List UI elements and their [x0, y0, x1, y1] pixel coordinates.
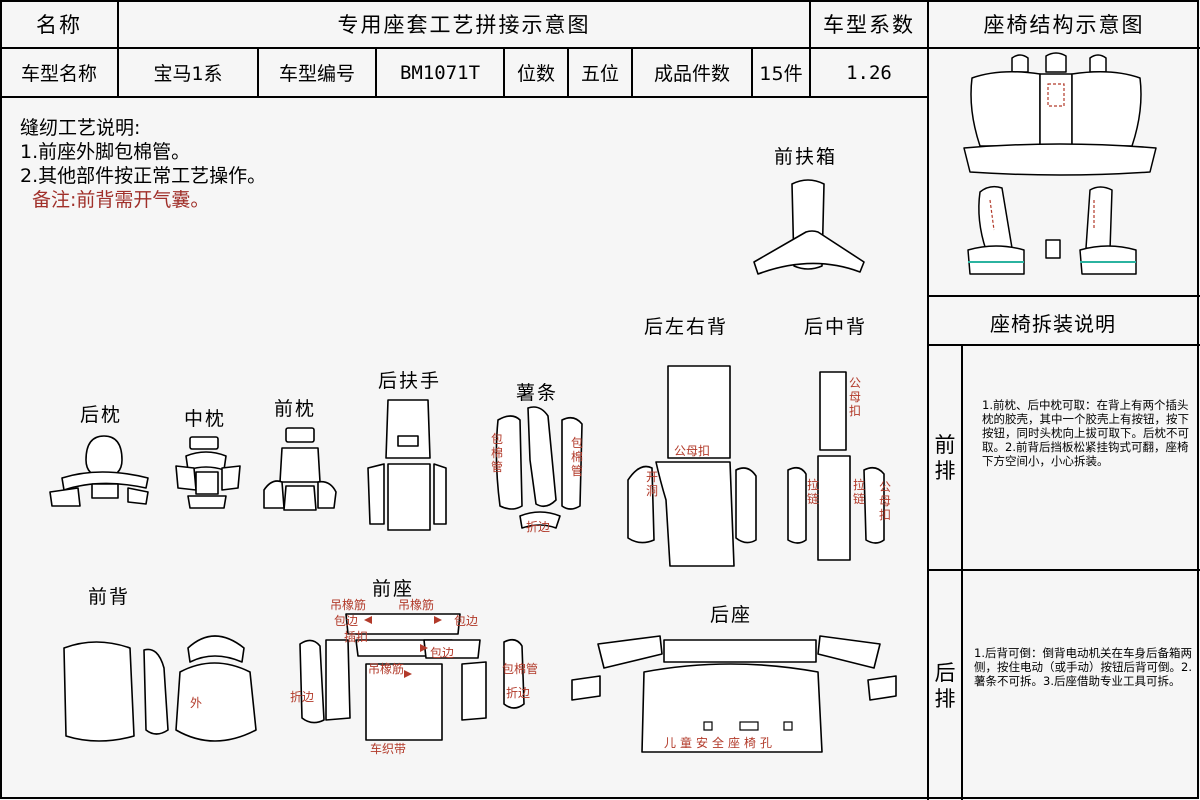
ann-open-hole: 开洞 — [646, 470, 659, 498]
notes-line-1: 1.前座外脚包棉管。 — [20, 141, 191, 163]
ann-buckle: 插扣 — [344, 630, 369, 644]
ann-strip-piping-right: 包棉管 — [570, 436, 583, 478]
ann-child-seat: 儿童安全座椅孔 — [664, 736, 777, 750]
seats-value: 五位 — [580, 63, 619, 85]
model-name-label: 车型名称 — [20, 63, 97, 85]
ann-pocket-right: 包边 — [454, 614, 479, 628]
label-front-back: 前背 — [88, 586, 131, 608]
ann-front-seat-piping: 包棉管 — [502, 662, 539, 676]
notes-heading: 缝纫工艺说明: — [20, 117, 141, 139]
model-code-label: 车型编号 — [278, 63, 355, 85]
label-rear-lr-back: 后左右背 — [644, 316, 729, 338]
front-seat-pieces — [299, 613, 525, 741]
label-mid-headrest: 中枕 — [184, 408, 227, 430]
ann-fold-left: 折边 — [290, 690, 315, 704]
strip-pieces — [495, 406, 583, 529]
ann-mid-back-buckle-top: 公母扣 — [848, 376, 861, 418]
rear-headrest-pieces — [49, 435, 149, 507]
model-name: 宝马1系 — [153, 63, 223, 85]
label-front-box: 前扶箱 — [774, 146, 838, 168]
seats-label: 位数 — [516, 63, 555, 85]
front-box-pieces — [753, 179, 865, 275]
ann-zipper-right: 拉链 — [852, 478, 865, 506]
ann-outer: 外 — [190, 696, 203, 710]
pattern-pieces — [49, 179, 897, 753]
rear-mid-back-pieces — [787, 371, 885, 561]
model-code: BM1071T — [399, 61, 481, 84]
pieces-value: 15件 — [759, 63, 803, 85]
notes-remark: 备注:前背需开气囊。 — [32, 189, 210, 211]
front-row-label: 前排 — [934, 433, 956, 483]
ann-rubber-band-left: 吊橡筋 — [330, 598, 367, 612]
rear-row-instructions: 1.后背可倒：倒背电动机关在车身后备箱两侧，按住电动（或手动）按钮后背可倒。2.… — [974, 646, 1192, 688]
rear-seat-pieces — [571, 635, 897, 753]
rear-armrest-pieces — [367, 399, 447, 531]
struct-title: 座椅结构示意图 — [983, 13, 1145, 37]
front-row-instructions: 1.前枕、后中枕可取：在背上有两个插头枕的胶壳，其中一个胶壳上有按钮，按下按钮，… — [982, 398, 1189, 468]
page-title: 专用座套工艺拼接示意图 — [337, 13, 591, 37]
front-headrest-pieces — [263, 427, 337, 511]
ann-strip-fold: 折边 — [526, 520, 551, 534]
label-rear-headrest: 后枕 — [80, 404, 123, 426]
pieces-label: 成品件数 — [653, 63, 730, 85]
ann-pocket-mid: 包边 — [430, 646, 455, 660]
ann-rubber-band-mid: 吊橡筋 — [368, 662, 405, 676]
label-front-headrest: 前枕 — [274, 398, 317, 420]
rear-lr-back-pieces — [627, 365, 757, 567]
ann-rear-back-buckle: 公母扣 — [674, 444, 711, 458]
front-back-pieces — [63, 635, 257, 742]
ann-fold-right: 折边 — [506, 686, 531, 700]
ann-pocket-left: 包边 — [334, 614, 359, 628]
rear-row-label: 后排 — [934, 661, 956, 711]
mid-headrest-pieces — [175, 436, 241, 509]
label-strip: 薯条 — [516, 382, 559, 404]
coefficient-value: 1.26 — [846, 61, 892, 84]
coef-label: 车型系数 — [823, 13, 915, 37]
label-rear-armrest: 后扶手 — [378, 370, 442, 392]
name-label: 名称 — [36, 13, 82, 37]
notes-line-2: 2.其他部件按正常工艺操作。 — [20, 165, 267, 187]
ann-rubber-band-right: 吊橡筋 — [398, 598, 435, 612]
disassembly-title: 座椅拆装说明 — [990, 312, 1116, 336]
ann-zipper-left: 拉链 — [806, 478, 819, 506]
ann-mid-back-buckle-side: 公母扣 — [878, 480, 891, 522]
label-front-seat: 前座 — [372, 578, 415, 600]
ann-strip-piping-left: 包棉管 — [490, 432, 503, 474]
label-rear-seat: 后座 — [710, 604, 753, 626]
ann-seat-belt: 车织带 — [370, 742, 407, 756]
label-rear-mid-back: 后中背 — [804, 316, 868, 338]
